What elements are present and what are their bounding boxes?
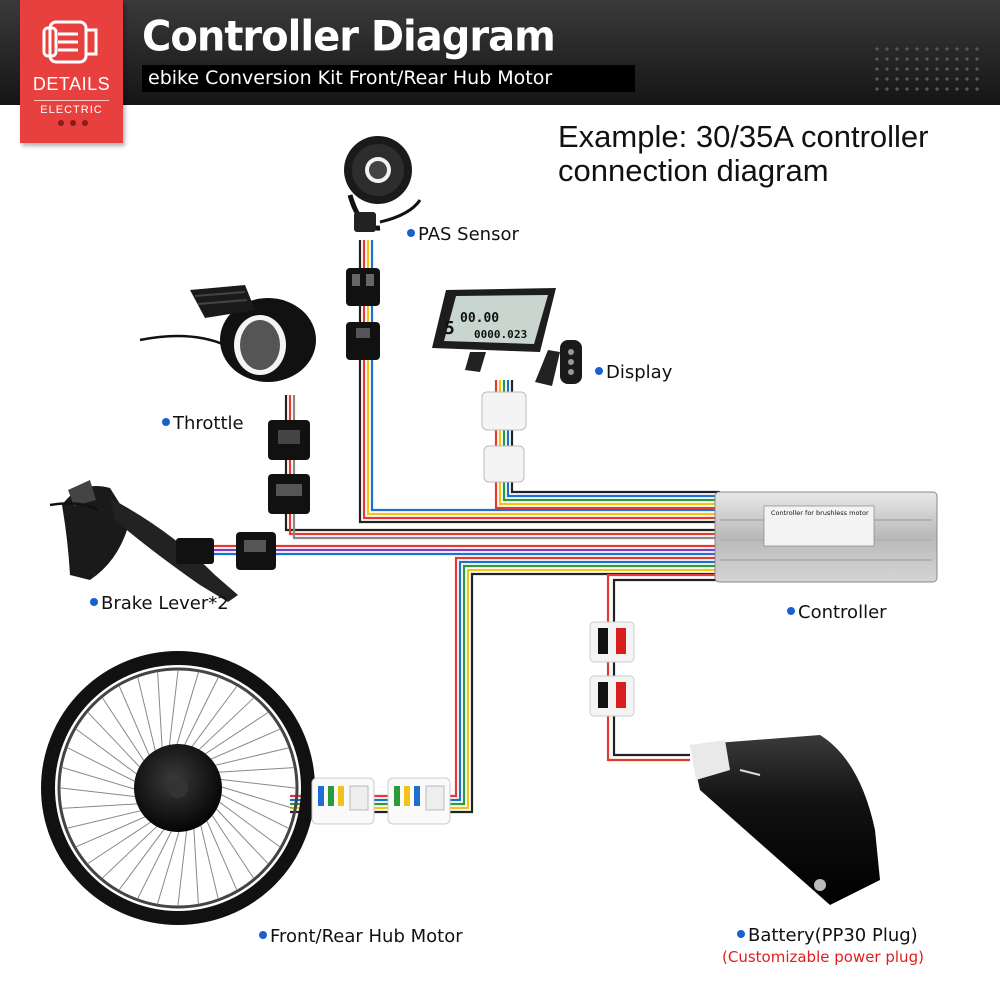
throttle-label: Throttle (162, 413, 244, 434)
badge-divider (34, 100, 109, 101)
pas-sensor (344, 136, 422, 232)
display-speed: 5 (444, 318, 455, 339)
hub-motor-wheel (41, 651, 315, 925)
brake-connector-2 (236, 532, 276, 570)
lcd-display (432, 288, 582, 386)
header-bar: Controller Diagram ebike Conversion Kit … (0, 0, 1000, 105)
motor-connector-1 (311, 777, 375, 825)
brake-cable (200, 544, 720, 556)
document-stack-icon (42, 20, 98, 64)
bullet-icon (259, 931, 267, 939)
dot-pattern (872, 44, 982, 92)
example-line-1: Example: 30/35A controller (558, 119, 929, 154)
pas-connector-2 (346, 322, 380, 360)
display-connector-2 (483, 445, 525, 483)
battery-connector-1 (589, 621, 635, 663)
example-heading: Example: 30/35A controller connection di… (558, 120, 929, 188)
page-subtitle: ebike Conversion Kit Front/Rear Hub Moto… (148, 67, 553, 89)
badge-dots (58, 120, 88, 128)
badge-subtitle: ELECTRIC (40, 104, 103, 116)
controller-sticker-title: Controller for brushless motor (771, 509, 869, 517)
battery-cable (606, 573, 720, 762)
battery-label: Battery(PP30 Plug) (737, 925, 918, 946)
controller-label: Controller (787, 602, 887, 623)
subtitle-bar (142, 65, 635, 92)
throttle-connector-2 (268, 474, 310, 514)
display-label: Display (595, 362, 672, 383)
motor-cable (290, 556, 720, 814)
badge-title: DETAILS (32, 74, 111, 94)
pas-label: PAS Sensor (407, 224, 519, 245)
display-temp: 23 (514, 328, 527, 341)
brake-lever (49, 480, 238, 602)
example-line-2: connection diagram (558, 153, 829, 188)
battery-note: (Customizable power plug) (722, 948, 924, 966)
bullet-icon (162, 418, 170, 426)
page-title: Controller Diagram (142, 12, 556, 62)
throttle-connector-1 (268, 420, 310, 460)
battery-connector-2 (589, 675, 635, 717)
details-badge: DETAILS ELECTRIC (20, 0, 123, 143)
bullet-icon (90, 598, 98, 606)
battery-pack (690, 735, 880, 905)
brake-connector-1 (176, 538, 214, 564)
bullet-icon (595, 367, 603, 375)
display-top: 00.00 (460, 311, 499, 326)
brake-label: Brake Lever*2 (90, 593, 229, 614)
display-connector-1 (481, 391, 527, 431)
bullet-icon (407, 229, 415, 237)
motor-label: Front/Rear Hub Motor (259, 926, 463, 947)
display-odo: 0000.0 (474, 328, 514, 341)
controller-box (714, 491, 938, 583)
display-cable (494, 380, 720, 510)
bullet-icon (737, 930, 745, 938)
throttle (139, 285, 316, 382)
motor-connector-2 (387, 777, 451, 825)
pas-connector-1 (346, 268, 380, 306)
bullet-icon (787, 607, 795, 615)
